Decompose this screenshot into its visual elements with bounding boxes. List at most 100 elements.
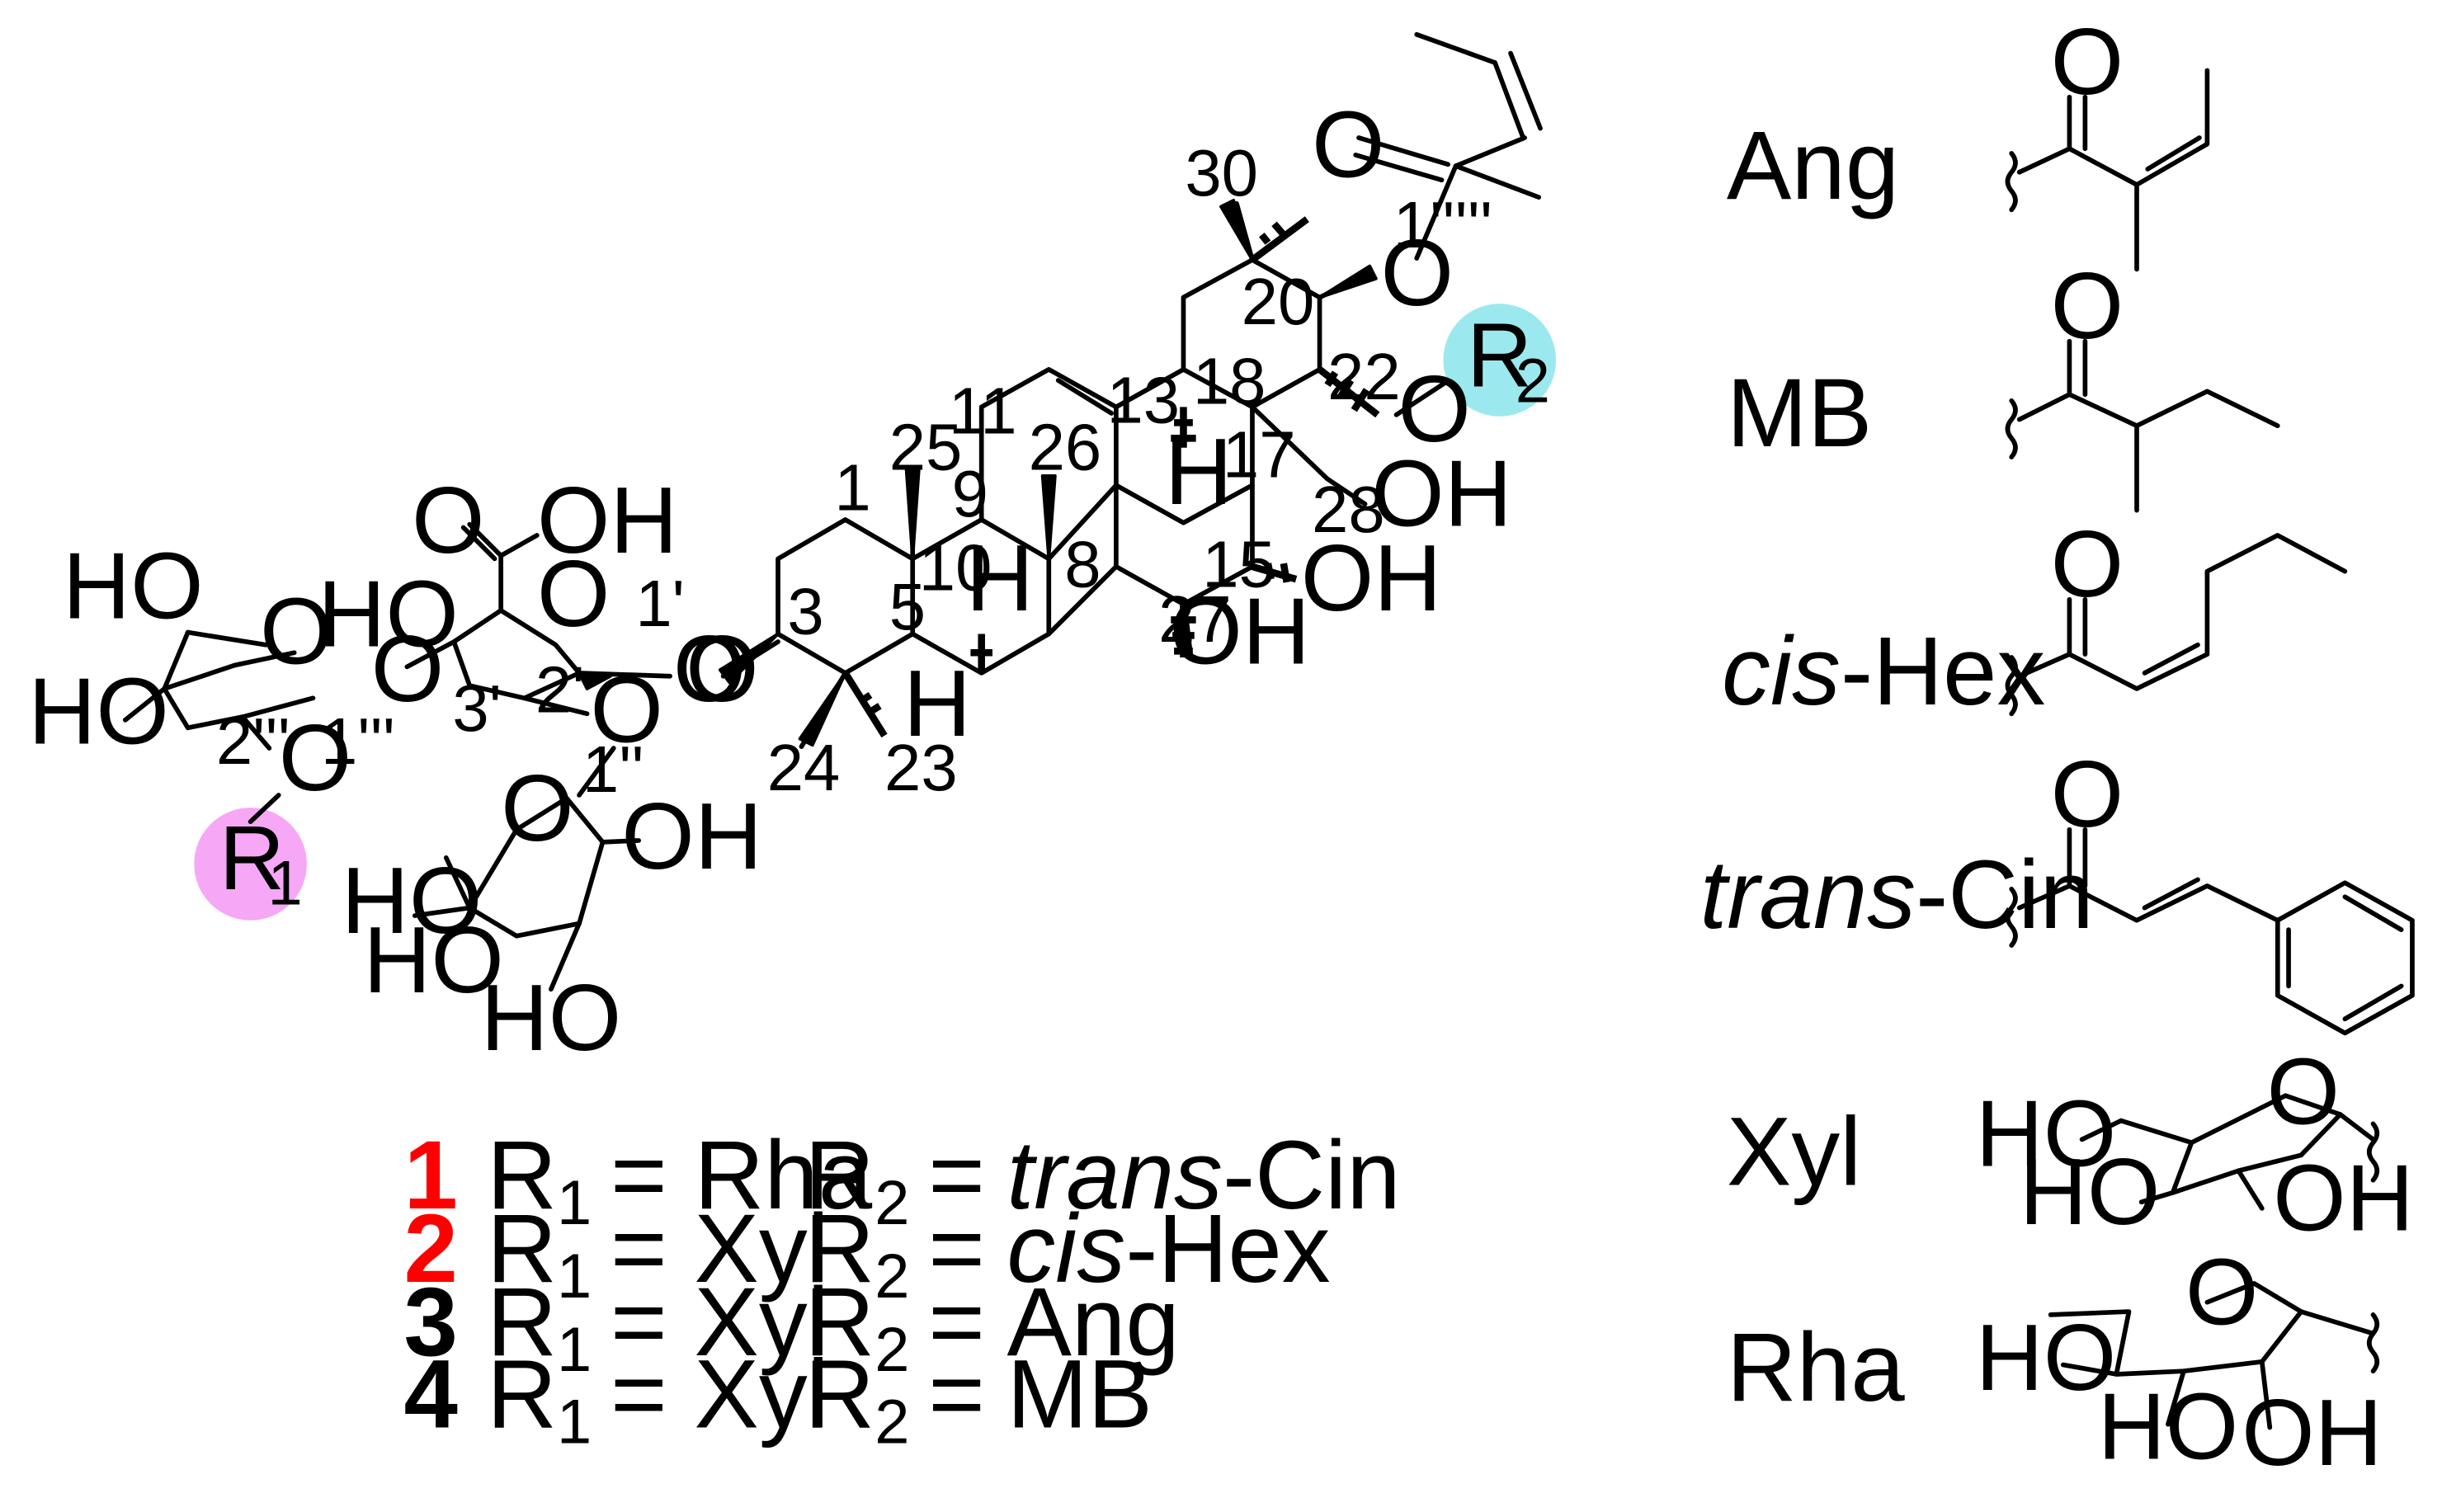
cin-italic: trans [1700,841,1916,949]
c26-number: 26 [1029,410,1102,483]
r1-subscript: 1 [267,849,302,919]
svg-text:R1= Xyl: R1 = Xyl [487,1268,829,1385]
r2-value: Ang [1006,1268,1179,1376]
gal-ho6: HO [342,849,483,954]
c23-number: 23 [884,731,958,804]
r2-sub: 2 [874,1315,909,1385]
h18-label: H [1165,420,1233,525]
gal-ho3: HO [481,966,622,1071]
svg-text:R1= Xyl: R1= Xyl [487,1340,829,1458]
r2-eq: = [928,1194,985,1302]
r2-subscript: 2 [1516,346,1550,417]
c22-ether-oxygen: O [1398,357,1471,462]
glca-acid-oh: OH [537,469,678,573]
h9-label: H [966,526,1034,631]
r1-sub: 1 [557,1387,592,1457]
rha-name: Rha [1727,1313,1905,1421]
c3-ether-oxygen: O [686,617,759,722]
ara-ring-oxygen: O [260,580,333,685]
r2-symbol: R [804,1121,874,1229]
c11-number: 11 [949,374,1017,448]
r2-sub: 2 [874,1168,909,1238]
r2-italic: cis [1006,1194,1125,1302]
svg-text:R1= Rha: R1= Rha [487,1121,873,1238]
r2-eq: = [928,1121,985,1229]
r2-sub: 2 [874,1387,909,1457]
c13-number: 13 [1106,363,1180,436]
r2-sub: 2 [874,1241,909,1312]
c18-number: 18 [1193,345,1266,418]
r2-value: MB [1006,1340,1152,1448]
ester-carbonyl-oxygen: O [1312,92,1385,197]
r2-symbol: R [804,1340,874,1448]
hex-carbonyl-o: O [2051,512,2124,617]
ara-ho4: HO [63,535,204,639]
xyl-name: Xyl [1727,1097,1861,1205]
c1p-number: 1' [635,567,685,640]
r2-symbol: R [804,1194,874,1302]
c22-number: 22 [1327,340,1401,413]
hex-italic: cis [1722,617,1841,725]
r1-symbol: R [487,1121,557,1229]
h5-label: H [903,652,971,756]
svg-text:R2=trans-Cin: R2=trans-Cin [804,1121,1400,1238]
xyl-wavy-bond [2366,1121,2380,1183]
ang-name: Ang [1727,111,1899,219]
hex-wavy-bond [2005,655,2018,717]
r1-letter: R [219,808,285,909]
ang-carbonyl-o: O [2051,10,2124,115]
c21-ester-oxygen: O [1381,221,1454,326]
ara-ho3: HO [28,659,169,764]
c15-oh: OH [1169,580,1310,685]
mb-name: MB [1727,359,1872,467]
c1ppppp-number: 1''''' [1393,188,1492,261]
ara-o2-link: O [279,706,352,811]
cin-name: -Cin [1916,841,2094,949]
xyl-ho3: HO [2020,1140,2161,1245]
c3-number: 3 [787,575,823,648]
compound-number: 2 [404,1194,458,1302]
substituent-legend: Ang MB cis-Hex trans-Cin Xyl Rha [1700,10,2415,1486]
c3p-number: 3' [452,671,502,745]
r1-highlight-circle [194,808,307,921]
r1-sub: 1 [557,1315,592,1385]
glca-o2-link: O [590,657,663,762]
c1-number: 1 [834,451,870,525]
svg-text:R2=MB: R2=MB [804,1340,1153,1458]
r2-letter: R [1467,305,1532,407]
r1-value: = Rha [610,1121,873,1229]
c1pp-number: 1'' [582,732,644,806]
glca-ring-oxygen: O [537,542,610,647]
compound-table: 1 R1= Rha R2=trans-Cin 2 R1= Xyl R2=cis-… [404,1121,1401,1458]
c17-number: 17 [1223,418,1296,492]
svg-text:R2=cis-Hex: R2=cis-Hex [804,1194,1330,1312]
r1-symbol: R [487,1194,557,1302]
carbon-numbers: 1 3 5 8 9 10 11 13 15 17 18 20 22 23 24 … [216,136,1492,806]
c8-number: 8 [1064,528,1101,601]
svg-text:trans-Cin: trans-Cin [1700,841,2094,949]
cin-wavy-bond [2005,886,2018,948]
r1-symbol: R [487,1268,557,1376]
compound-row: 3 R1= Xyl R2=Ang [404,1268,1180,1385]
cin-carbonyl-o: O [2051,742,2124,847]
glca-o1-link: O [673,617,747,722]
c5-number: 5 [889,570,926,643]
c28-oh: OH [1371,442,1512,547]
xyl-oh2: OH [2273,1146,2414,1251]
compound-row: 4 R1= Xyl R2=MB [404,1340,1153,1458]
r1-value: = Xyl [610,1340,829,1448]
r1-value: = Xyl [610,1268,829,1376]
r-group-labels: R 1 R 2 [219,305,1550,919]
r2-value: -Cin [1223,1121,1401,1229]
c15-number: 15 [1202,528,1275,601]
c25-number: 25 [889,410,963,483]
ang-wavy-bond [2005,151,2018,213]
c24-number: 24 [767,731,841,804]
glca-o3-link: O [371,617,445,722]
c9-number: 9 [952,457,988,530]
svg-text:R2=Ang: R2=Ang [804,1268,1179,1385]
c10-number: 10 [919,530,992,604]
mb-carbonyl-o: O [2051,254,2124,359]
svg-text:R1= Xyl: R1= Xyl [487,1194,829,1312]
